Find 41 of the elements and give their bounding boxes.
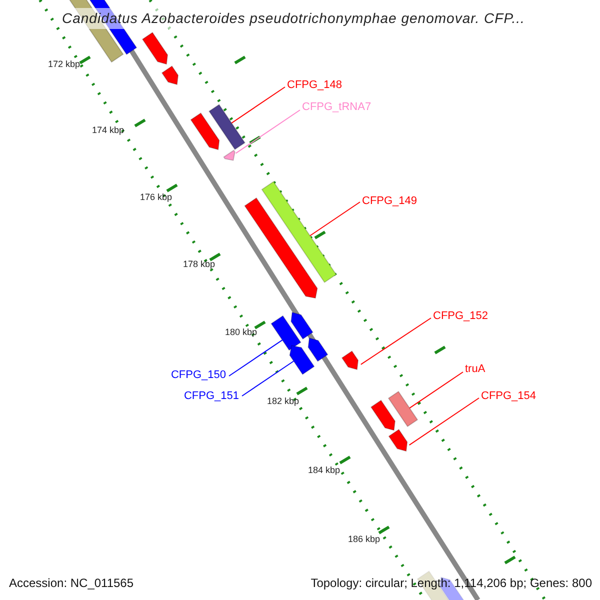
scale-label: 176 kbp (140, 192, 172, 203)
leader-line (228, 340, 283, 376)
leader-line (242, 360, 294, 396)
gene-label: CFPG_151 (173, 389, 239, 403)
gene-bar (270, 315, 302, 351)
gene-bar (341, 350, 359, 370)
gene-label: CFPG_148 (287, 78, 342, 92)
gene-bar (261, 180, 337, 284)
gene-bar (388, 428, 408, 452)
gene-label: CFPG_149 (362, 194, 418, 208)
scale-label: 178 kbp (183, 259, 216, 270)
scale-label: 184 kbp (308, 465, 340, 476)
scale-label: 182 kbp (267, 396, 300, 407)
gene-label: CFPG_154 (481, 389, 536, 403)
gene-label: CFPG_152 (433, 309, 488, 323)
leader-line (235, 110, 300, 154)
gene-label: truA (465, 362, 486, 376)
gene-bar (208, 104, 246, 150)
scale-label: 180 kbp (225, 327, 258, 338)
leader-line (408, 398, 480, 446)
leader-line (309, 202, 360, 236)
gene-bar (290, 312, 314, 340)
gene-bar (308, 337, 328, 362)
gene-bar (388, 390, 418, 428)
topology-label: Topology: circular; Length: 1,114,206 bp; Genes: 800 (310, 575, 592, 592)
leader-line (360, 318, 432, 365)
gene-bar (161, 66, 179, 86)
scale-label: 186 kbp (348, 534, 380, 545)
gene-bar (370, 400, 396, 431)
gene-label: CFPG_tRNA7 (302, 100, 372, 114)
accession-label: Accession: NC_011565 (9, 575, 134, 592)
leader-line (231, 86, 286, 124)
scale-label: 174 kbp (92, 125, 124, 136)
scale-label: 172 kbp (48, 59, 80, 70)
leader-line (409, 372, 464, 409)
gene-bar (142, 32, 168, 65)
map-title: Candidatus Azobacteroides pseudotrichonymphae genomovar. CFP... (62, 8, 525, 29)
gene-label: CFPG_150 (160, 368, 226, 382)
gene-bar (190, 112, 220, 150)
gene-bar (289, 344, 315, 376)
gene-bar (244, 197, 318, 299)
